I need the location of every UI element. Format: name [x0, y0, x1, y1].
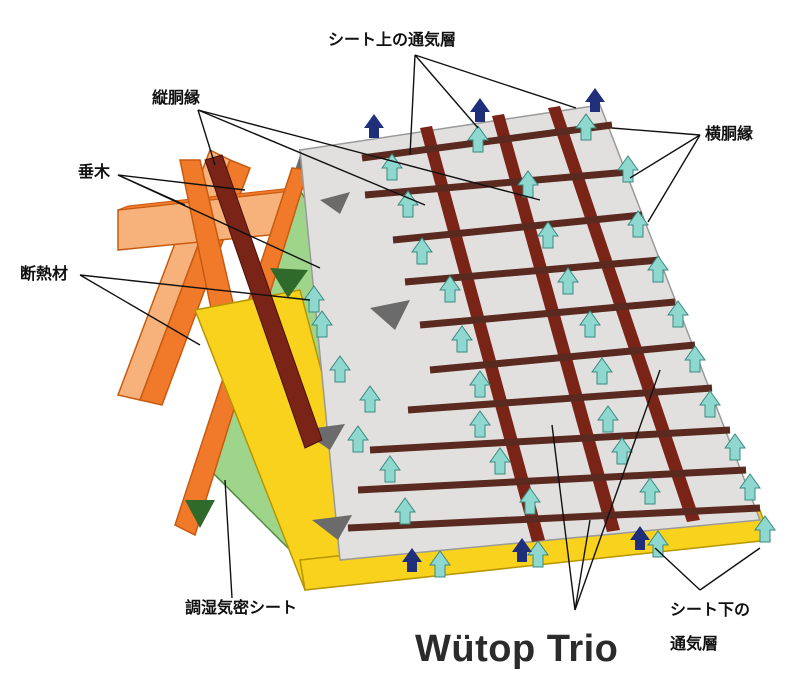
arrow-up-icon	[364, 114, 384, 138]
horizontal-batten	[369, 426, 731, 454]
arrow-up-icon	[537, 221, 559, 249]
arrow-up-icon	[429, 550, 451, 578]
airflow-arrows-dark	[364, 88, 650, 572]
arrow-up-icon	[754, 515, 776, 543]
label-vertical-batten: 縦胴縁	[152, 88, 201, 107]
arrow-up-icon	[329, 355, 351, 383]
horizontal-batten	[392, 211, 643, 244]
arrow-up-icon	[611, 437, 633, 465]
arrow-up-icon	[469, 370, 491, 398]
arrow-up-icon	[519, 487, 541, 515]
label-air-layer-below-sheet-line2: 通気層	[670, 634, 719, 653]
arrow-up-icon	[699, 390, 721, 418]
arrow-up-icon	[489, 447, 511, 475]
arrow-up-icon	[379, 455, 401, 483]
vertical-batten	[420, 126, 545, 542]
horizontal-batten	[429, 341, 696, 374]
arrow-up-icon	[639, 477, 661, 505]
leader-lines	[79, 54, 761, 611]
arrow-up-icon	[347, 425, 369, 453]
membrane-fold-2	[370, 300, 410, 330]
horizontal-batten	[419, 298, 676, 329]
label-rafter: 垂木	[78, 162, 111, 181]
horizontal-batten	[364, 168, 629, 199]
arrow-up-icon	[591, 357, 613, 385]
arrow-up-icon	[359, 385, 381, 413]
arrow-up-icon	[451, 325, 473, 353]
arrow-up-icon	[470, 98, 490, 122]
arrow-up-icon	[684, 345, 706, 373]
horizontal-batten	[357, 466, 747, 494]
product-name-wutop-trio: Wütop Trio	[415, 628, 619, 670]
arrow-up-icon	[579, 310, 601, 338]
label-insulation: 断熱材	[20, 264, 69, 283]
arrow-up-icon	[627, 210, 649, 238]
horizontal-batten	[347, 504, 761, 532]
arrow-up-icon	[527, 540, 549, 568]
arrow-up-icon	[439, 275, 461, 303]
arrow-up-icon	[597, 405, 619, 433]
arrow-up-icon	[467, 125, 489, 153]
vapor-sheet-triangle-a	[270, 268, 308, 298]
label-horizontal-batten: 横胴縁	[705, 124, 754, 143]
arrow-up-icon	[647, 530, 669, 558]
arrow-up-icon	[469, 410, 491, 438]
arrow-up-icon	[394, 497, 416, 525]
membrane-fold-1	[320, 192, 350, 214]
arrow-up-icon	[557, 267, 579, 295]
arrow-up-icon	[402, 548, 422, 572]
arrow-up-icon	[724, 433, 746, 461]
arrow-up-icon	[303, 285, 325, 313]
arrow-up-icon	[411, 237, 433, 265]
membrane-fold-4	[312, 515, 352, 540]
airflow-arrows	[303, 113, 776, 578]
horizontal-batten	[404, 256, 661, 286]
arrow-up-icon	[397, 190, 419, 218]
label-air-layer-above-sheet: シート上の通気層	[328, 30, 457, 49]
horizontal-batten	[361, 121, 613, 162]
vertical-batten	[492, 114, 620, 532]
label-vapor-control-sheet: 調湿気密シート	[185, 598, 298, 617]
arrow-up-icon	[585, 88, 605, 112]
vertical-battens	[420, 106, 700, 542]
arrow-up-icon	[381, 153, 403, 181]
arrow-up-icon	[575, 113, 597, 141]
horizontal-batten	[407, 384, 713, 414]
label-air-layer-below-sheet-line1: シート下の	[670, 600, 751, 619]
arrow-up-icon	[311, 310, 333, 338]
vertical-batten	[548, 106, 700, 522]
arrow-up-icon	[739, 473, 761, 501]
vapor-sheet-triangle-b	[185, 500, 215, 528]
arrow-up-icon	[630, 526, 650, 550]
arrow-up-icon	[512, 538, 532, 562]
horizontal-battens	[347, 121, 761, 532]
arrow-up-icon	[517, 170, 539, 198]
arrow-up-icon	[647, 255, 669, 283]
arrow-up-icon	[667, 300, 689, 328]
